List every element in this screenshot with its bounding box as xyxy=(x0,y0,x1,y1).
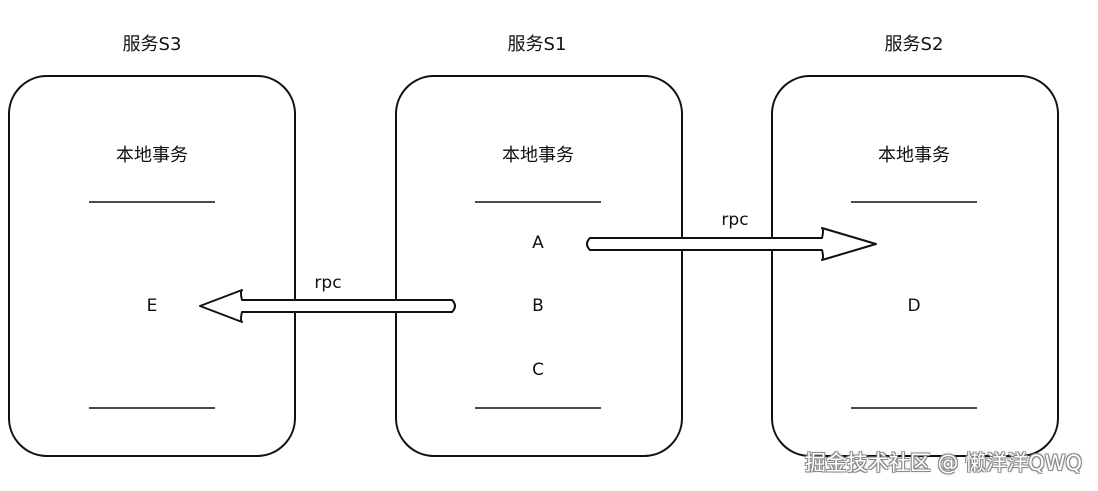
service-s2: 服务S2 本地事务 D xyxy=(771,34,1059,457)
service-s1-item-a: A xyxy=(532,233,544,253)
service-s1-local-tx: 本地事务 xyxy=(502,145,574,166)
service-s3-local-tx: 本地事务 xyxy=(116,145,188,166)
service-s3-title: 服务S3 xyxy=(123,34,182,55)
rpc-label-to-s2: rpc xyxy=(721,210,748,230)
service-s2-local-tx: 本地事务 xyxy=(878,145,950,166)
service-s3-item-e: E xyxy=(147,296,158,316)
service-s3: 服务S3 本地事务 E xyxy=(8,34,296,457)
rpc-arrow-to-s3-shape xyxy=(199,289,456,323)
service-s1-item-c: C xyxy=(532,360,544,380)
rpc-arrow-to-s3: rpc xyxy=(199,273,456,323)
service-s1-title: 服务S1 xyxy=(508,34,567,55)
service-s3-box xyxy=(8,75,296,457)
rpc-arrow-to-s2: rpc xyxy=(586,210,877,261)
service-s1: 服务S1 本地事务 A B C xyxy=(395,34,683,457)
service-s2-item-d: D xyxy=(907,296,920,316)
service-s2-box xyxy=(771,75,1059,457)
rpc-label-to-s3: rpc xyxy=(314,273,341,293)
watermark: 掘金技术社区 @ 懒洋洋QWQ xyxy=(804,451,1082,475)
service-s2-title: 服务S2 xyxy=(885,34,944,55)
rpc-arrow-to-s2-shape xyxy=(586,227,877,261)
service-s1-item-b: B xyxy=(532,296,544,316)
service-s1-box xyxy=(395,75,683,457)
